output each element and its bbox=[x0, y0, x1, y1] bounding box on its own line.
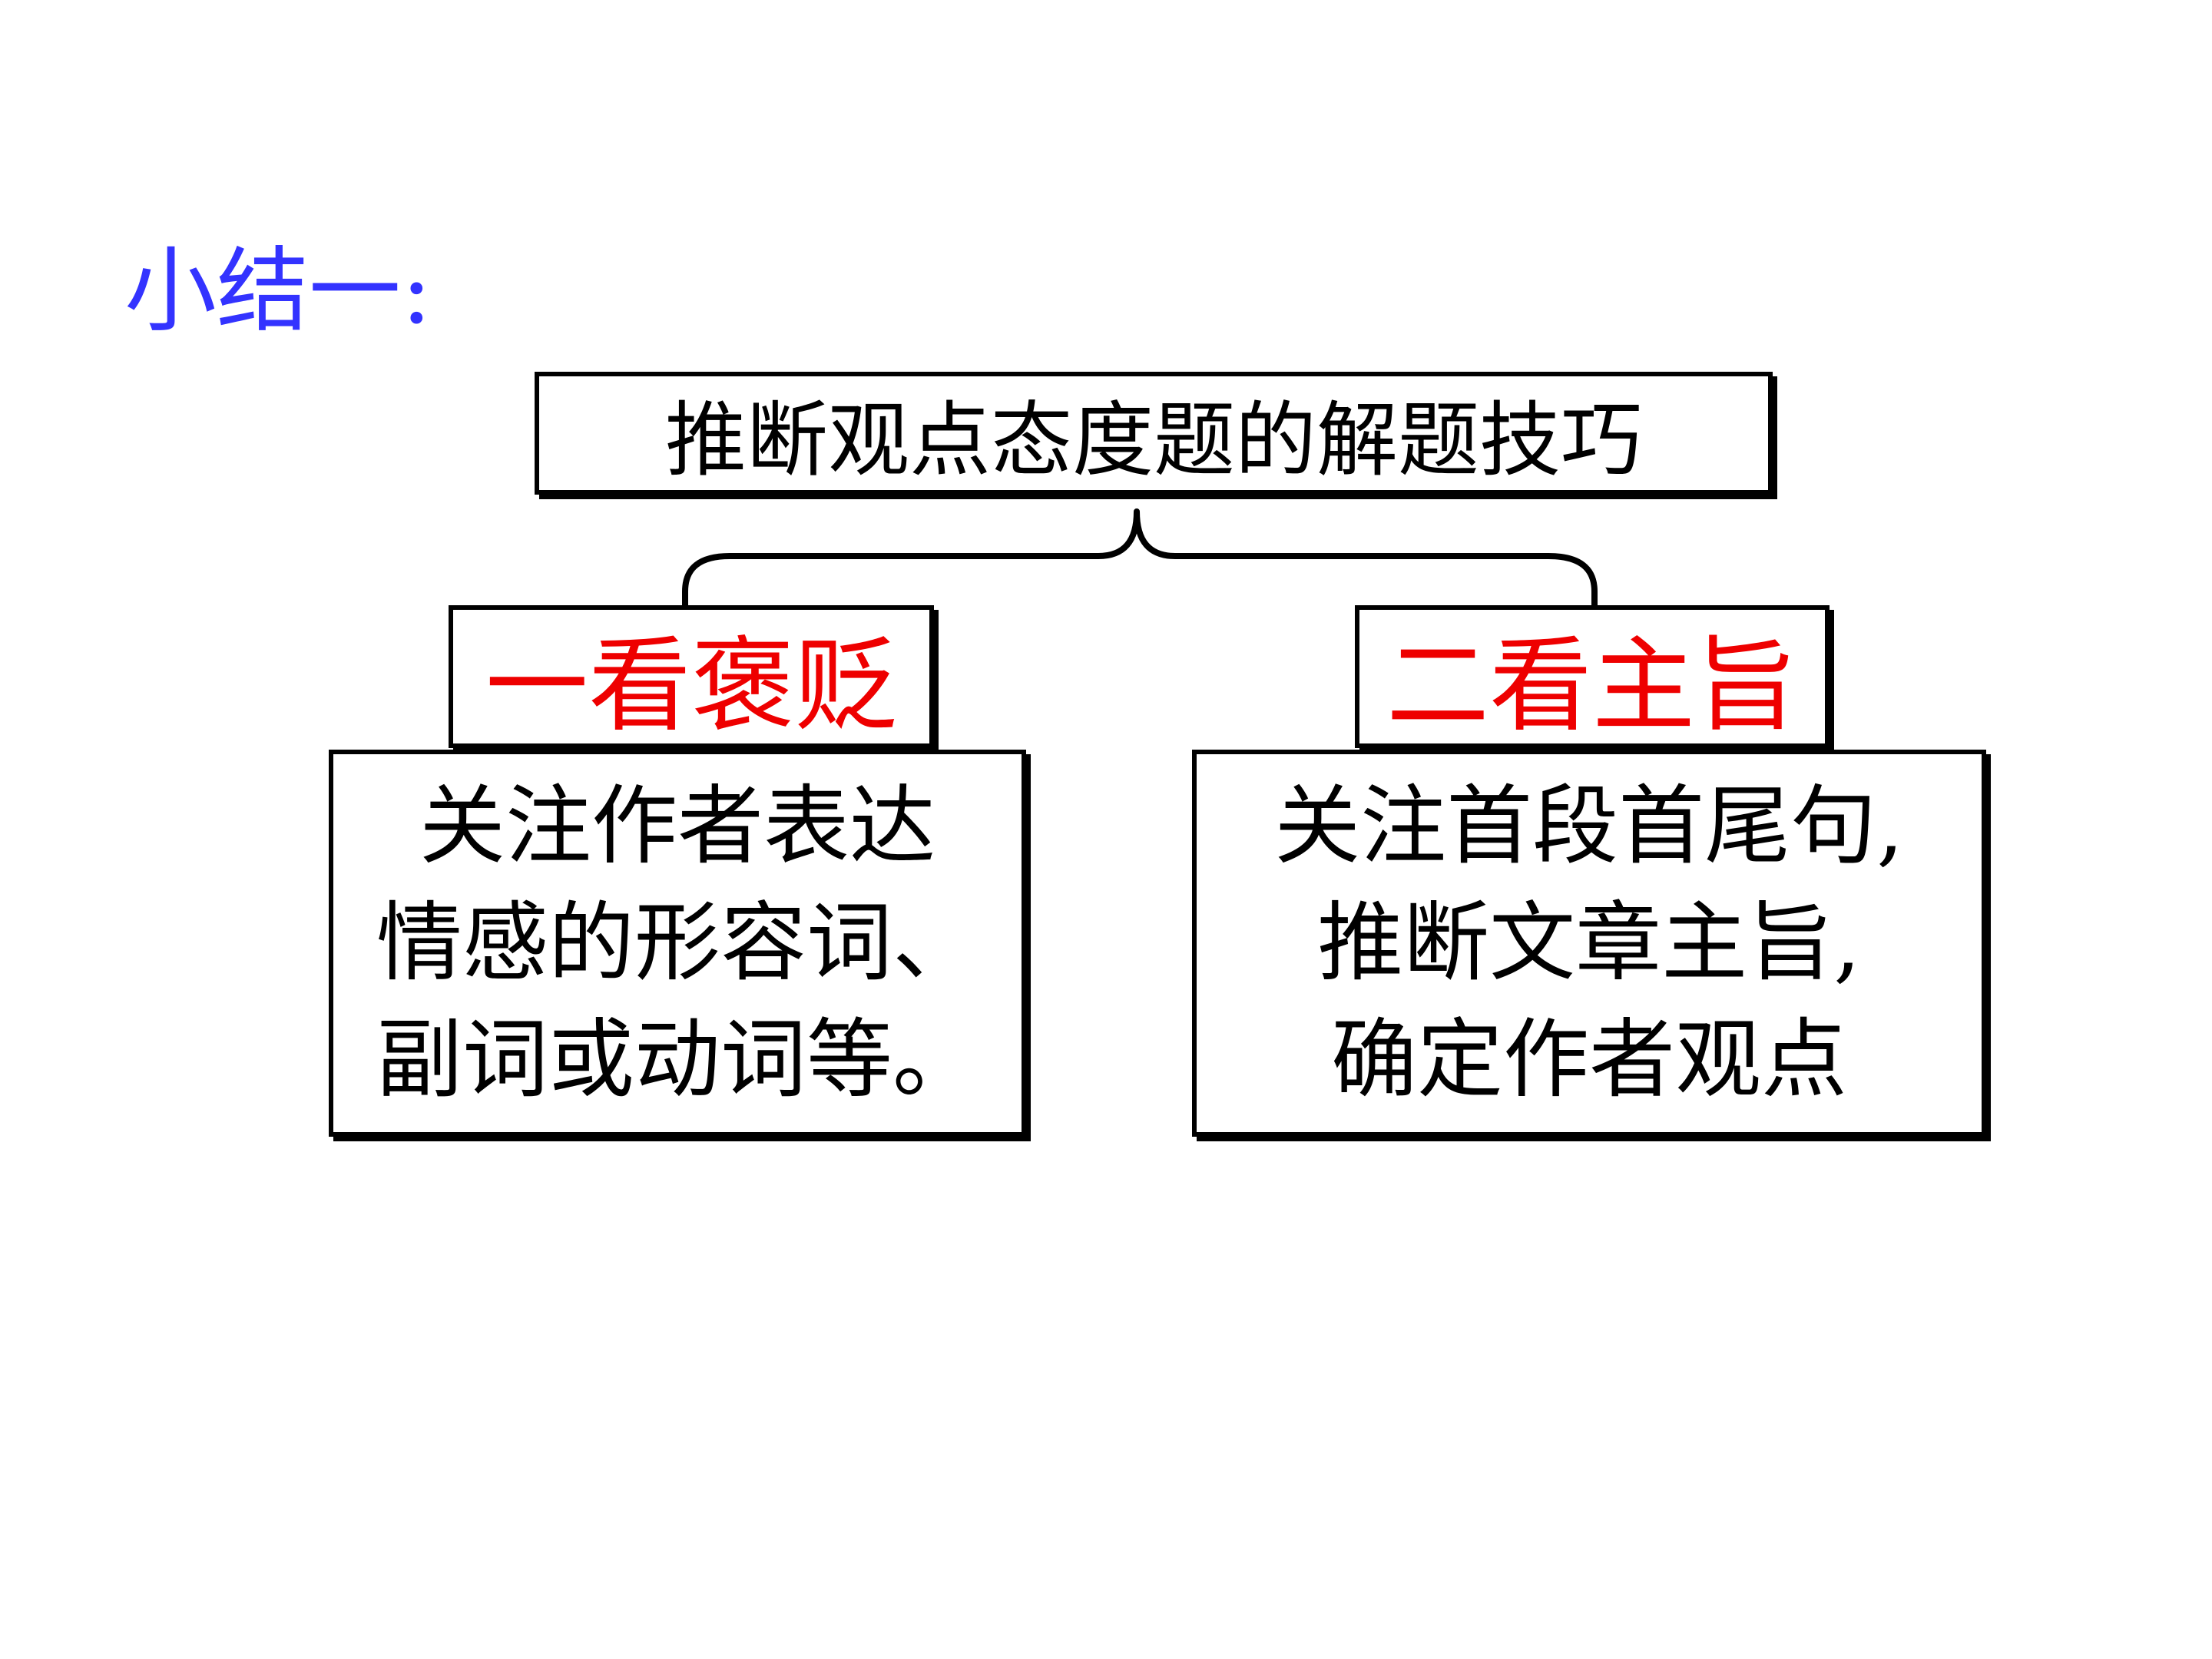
description-line: 情感的形容词、 bbox=[376, 893, 979, 993]
heading-text: 推断观点态度题的解题技巧 bbox=[665, 393, 1642, 488]
branch-label-left: 一看褒贬 bbox=[485, 626, 897, 746]
description-line: 副词或动词等。 bbox=[376, 1010, 979, 1110]
slide-title: 小结一: bbox=[124, 238, 432, 345]
description-line: 关注作者表达 bbox=[419, 777, 935, 876]
branch-label-box-right: 二看主旨 bbox=[1355, 605, 1830, 748]
description-line: 关注首段首尾句, bbox=[1274, 777, 1904, 876]
branch-description-box-right: 关注首段首尾句, 推断文章主旨, 确定作者观点 bbox=[1192, 750, 1986, 1137]
description-line: 推断文章主旨, bbox=[1317, 893, 1861, 993]
branch-label-right: 二看主旨 bbox=[1386, 626, 1798, 746]
branch-description-box-left: 关注作者表达 情感的形容词、 副词或动词等。 bbox=[329, 750, 1026, 1137]
description-line: 确定作者观点 bbox=[1331, 1010, 1847, 1110]
heading-box: 推断观点态度题的解题技巧 bbox=[535, 372, 1773, 495]
branch-label-box-left: 一看褒贬 bbox=[449, 605, 934, 748]
